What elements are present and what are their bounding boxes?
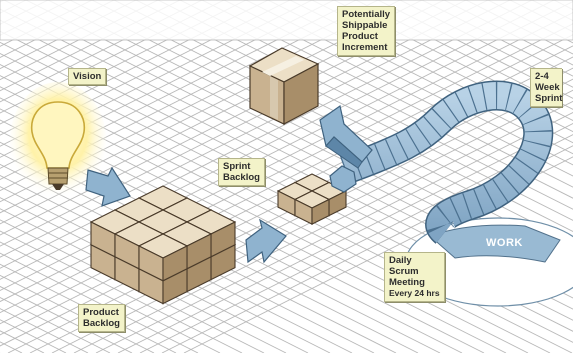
work-label: WORK (486, 237, 523, 249)
vision-callout: Vision (68, 68, 107, 85)
sprint-backlog-boxes-icon (276, 173, 348, 226)
daily-scrum-interval-label: Every 24 hrs (389, 288, 440, 298)
daily-scrum-label: Daily Scrum Meeting (389, 255, 425, 288)
belt-to-increment-arrow-icon (319, 104, 373, 169)
increment-box-icon (248, 47, 320, 125)
daily-scrum-circle (405, 217, 573, 307)
increment-label: Potentially Shippable Product Increment (342, 9, 391, 53)
sprint-length-label: 2-4 Week Sprint (535, 71, 563, 104)
increment-callout: Potentially Shippable Product Increment (337, 6, 396, 56)
sprint-backlog-label: Sprint Backlog (223, 161, 260, 183)
product-backlog-label: Product Backlog (83, 307, 120, 329)
product-backlog-boxes-icon (89, 185, 237, 305)
backlog-box-icon (137, 233, 189, 282)
sprint-backlog-callout: Sprint Backlog (218, 158, 265, 186)
vision-label: Vision (73, 71, 102, 82)
sprint-backlog-to-belt-arrow-icon (329, 165, 357, 193)
sprint-box-icon (293, 190, 331, 226)
product-backlog-callout: Product Backlog (78, 304, 125, 332)
vision-to-backlog-arrow-icon (85, 166, 131, 207)
lightbulb-icon (10, 82, 106, 198)
backlog-to-sprint-arrow-icon (245, 218, 287, 264)
sprint-length-callout: 2-4 Week Sprint (530, 68, 563, 107)
conveyor-belt-icon (339, 80, 554, 244)
